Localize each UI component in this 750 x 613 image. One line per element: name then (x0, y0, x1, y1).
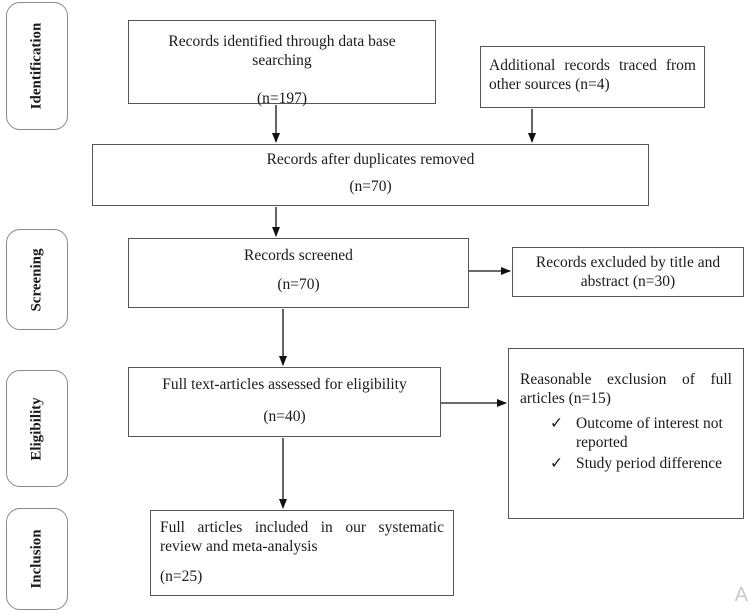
records-excluded-text: Records excluded by title and abstract (… (535, 254, 721, 290)
phase-inclusion: Inclusion (6, 508, 68, 610)
phase-eligibility: Eligibility (6, 370, 68, 487)
box-deduplicated-records: Records after duplicates removed (n=70) (92, 144, 649, 206)
full-text-assessed-text: Full text-articles assessed for eligibil… (162, 376, 407, 393)
exclusion-reason-item: ✓ Outcome of interest not reported (550, 414, 732, 452)
box-exclusion-full-articles: Reasonable exclusion of full articles (n… (508, 348, 744, 519)
phase-identification: Identification (6, 2, 68, 130)
deduplicated-records-count: (n=70) (349, 178, 392, 195)
box-full-text-assessed: Full text-articles assessed for eligibil… (128, 367, 441, 437)
box-database-records: Records identified through data base sea… (128, 20, 436, 107)
exclusion-full-articles-text: Reasonable exclusion of full articles (n… (520, 371, 732, 407)
watermark: A (734, 584, 748, 606)
box-articles-included: Full articles included in our systematic… (150, 510, 454, 596)
phase-screening: Screening (6, 229, 68, 330)
box-records-excluded: Records excluded by title and abstract (… (512, 247, 744, 297)
deduplicated-records-text: Records after duplicates removed (266, 151, 475, 168)
checkmark-icon: ✓ (550, 415, 563, 432)
exclusion-reason-item: ✓ Study period difference (550, 454, 732, 473)
exclusion-reason-text: Study period difference (576, 455, 723, 472)
database-records-count: (n=197) (256, 90, 308, 107)
exclusion-reasons-list: ✓ Outcome of interest not reported ✓ Stu… (520, 414, 732, 473)
exclusion-reason-text: Outcome of interest not reported (576, 415, 723, 451)
records-screened-text: Records screened (244, 247, 353, 264)
articles-included-text: Full articles included in our systematic… (160, 519, 444, 555)
additional-records-text: Additional records traced from other sou… (489, 57, 696, 93)
articles-included-count: (n=25) (160, 568, 203, 585)
database-records-text: Records identified through data base sea… (168, 33, 396, 69)
box-additional-records: Additional records traced from other sou… (480, 46, 705, 108)
checkmark-icon: ✓ (550, 455, 563, 472)
box-records-screened: Records screened (n=70) (128, 238, 469, 308)
full-text-assessed-count: (n=40) (263, 408, 306, 425)
records-screened-count: (n=70) (277, 276, 320, 293)
